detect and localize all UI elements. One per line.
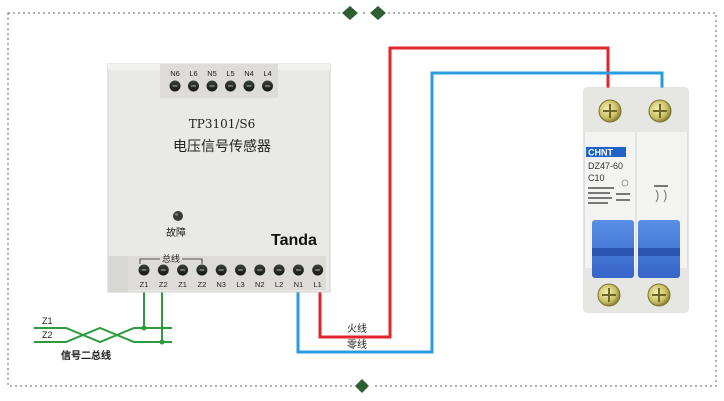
terminal-z1: Z1 <box>138 264 150 289</box>
sensor-model: TP3101/S6 <box>189 117 256 131</box>
terminal-n4: N4 <box>243 69 255 92</box>
breaker-brand-badge <box>586 147 626 157</box>
terminal-n2: N2 <box>254 264 266 289</box>
terminal-label: N6 <box>170 69 180 78</box>
terminal-l6: L6 <box>188 69 199 92</box>
breaker-screw-top-left <box>598 99 622 123</box>
terminal-label: N5 <box>207 69 217 78</box>
terminal-label: Z1 <box>178 280 187 289</box>
breaker-toggle-right <box>638 220 680 278</box>
bus-group-bracket <box>139 258 203 264</box>
breaker-rating: C10 <box>588 173 605 183</box>
breaker-screw-bottom-right <box>647 283 671 307</box>
bus-label-z2: Z2 <box>42 330 53 340</box>
fault-label: 故障 <box>166 226 186 239</box>
breaker-toggle-left <box>592 220 634 278</box>
terminal-label: Z2 <box>198 280 207 289</box>
signal-bus <box>34 286 172 345</box>
terminal-l5: L5 <box>225 69 236 92</box>
terminal-l2: L2 <box>273 264 285 289</box>
fault-indicator-light <box>173 211 183 221</box>
bus-label-z1: Z1 <box>42 316 53 326</box>
terminal-label: N4 <box>244 69 254 78</box>
voltage-sensor-module <box>107 63 331 293</box>
breaker-screw-bottom-left <box>597 283 621 307</box>
terminal-label: L4 <box>263 69 271 78</box>
breaker-brand: CHNT <box>588 148 613 158</box>
brand-logo-tanda: Tanda <box>271 232 317 249</box>
terminal-label: N2 <box>255 280 265 289</box>
bus-group-label: 总线 <box>162 253 180 265</box>
terminal-label: N3 <box>216 280 226 289</box>
terminal-n6: N6 <box>169 69 181 92</box>
breaker-screw-top-right <box>648 99 672 123</box>
top-diamond-ornament <box>339 3 389 23</box>
neutral-wire <box>296 71 664 354</box>
terminal-n5: N5 <box>206 69 218 92</box>
bus-caption: 信号二总线 <box>61 349 111 362</box>
terminal-label: L6 <box>189 69 197 78</box>
terminal-label: Z2 <box>159 280 168 289</box>
terminal-z2: Z2 <box>157 264 169 289</box>
sensor-name: 电压信号传感器 <box>173 138 271 155</box>
live-wire <box>318 46 610 339</box>
circuit-breaker <box>583 87 689 313</box>
live-wire-label: 火线 <box>347 322 367 335</box>
terminal-z1: Z1 <box>177 264 189 289</box>
terminal-label: L5 <box>226 69 234 78</box>
terminal-n3: N3 <box>215 264 227 289</box>
breaker-model: DZ47-60 <box>588 161 623 171</box>
neutral-wire-label: 零线 <box>347 338 367 351</box>
terminal-l1: L1 <box>312 264 324 289</box>
terminal-label: L1 <box>314 280 322 289</box>
bottom-diamond-ornament <box>352 378 372 394</box>
bottom-terminal-strip: Z1 Z2 Z1 Z2 N3 L3 N2 L2 N1 L1 <box>138 264 324 289</box>
terminal-label: L3 <box>236 280 244 289</box>
terminal-z2: Z2 <box>196 264 208 289</box>
terminal-l4: L4 <box>262 69 273 92</box>
top-terminal-strip: N6 L6 N5 L5 N4 L4 <box>169 69 273 92</box>
terminal-label: Z1 <box>140 280 149 289</box>
terminal-n1: N1 <box>292 264 304 289</box>
terminal-label: L2 <box>275 280 283 289</box>
terminal-l3: L3 <box>235 264 246 289</box>
terminal-label: N1 <box>294 280 304 289</box>
